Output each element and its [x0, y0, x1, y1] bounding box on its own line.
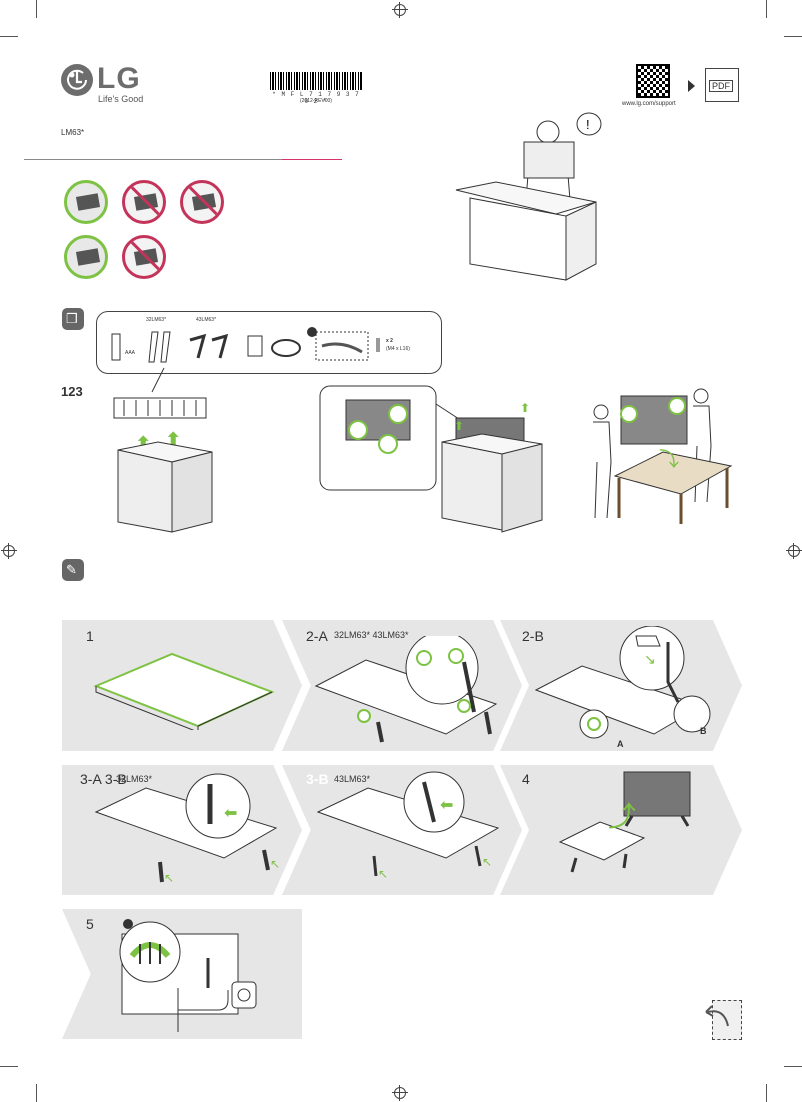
- support-url[interactable]: www.lg.com/support: [622, 101, 676, 107]
- screw-count: x 2: [386, 338, 393, 344]
- step-5-label: 5: [86, 916, 94, 932]
- screw-spec: (M4 x L16): [386, 346, 410, 352]
- svg-text:⬆: ⬆: [454, 419, 464, 433]
- box-open-icon: ❒: [62, 308, 84, 330]
- cable-management-illustration: [119, 919, 257, 1032]
- brand-name: LG: [97, 62, 141, 95]
- divider-rule: [24, 159, 282, 160]
- brand-tagline: Life's Good: [98, 94, 144, 104]
- attach-stand-3a-illustration: ⬅ ↖ ↖: [94, 773, 280, 885]
- place-tv-on-table-illustration: ⤵: [593, 388, 733, 524]
- step-1-label: 1: [86, 628, 94, 644]
- arrow-right-icon: [688, 80, 695, 92]
- registration-mark: [786, 543, 802, 559]
- svg-text:⤴: ⤴: [608, 801, 636, 832]
- wrong-carry-icon: [122, 180, 166, 224]
- step-3a-label: 3-A 3-B: [80, 771, 127, 787]
- crop-mark: [766, 1084, 767, 1102]
- unpack-step-number: 123: [61, 384, 83, 399]
- accessories-panel: [96, 311, 442, 374]
- registration-mark: [392, 1085, 408, 1101]
- model-43-label: 43LM63*: [196, 317, 217, 323]
- accessories-items-illustration: [111, 327, 380, 363]
- callout-b-label: A: [617, 739, 624, 749]
- callout-a-label: B: [700, 726, 707, 736]
- registration-mark: [1, 543, 17, 559]
- crop-mark: [784, 36, 802, 37]
- wrong-lay-icon: [180, 180, 224, 224]
- crop-mark: [36, 1084, 37, 1102]
- step-3b-label: 3-B: [306, 771, 329, 787]
- attach-stand-3b-illustration: ⬅ ↖ ↖: [316, 771, 500, 881]
- barcode-number: * M F L 7 1 7 9 3 7 0 2 *: [272, 91, 360, 105]
- registration-mark: [392, 2, 408, 18]
- svg-text:↖: ↖: [164, 871, 174, 885]
- crop-mark: [766, 0, 767, 18]
- crop-mark: [0, 36, 18, 37]
- battery-label: AAA: [125, 350, 136, 356]
- page-turn-icon[interactable]: [712, 1000, 742, 1040]
- step-3b-model: 43LM63*: [334, 774, 371, 784]
- step-2b-label: 2-B: [522, 628, 544, 644]
- lg-logo-icon: [61, 64, 93, 96]
- attach-stand-2a-illustration: [314, 636, 498, 743]
- svg-text:!: !: [586, 117, 590, 132]
- step-2a-models: 32LM63* 43LM63*: [334, 630, 409, 640]
- wrong-press-icon: [122, 235, 166, 279]
- lift-tv-from-box-illustration: ⬆ ⬆: [319, 385, 543, 533]
- model-number: LM63*: [61, 128, 85, 137]
- stand-tv-upright-illustration: ⤴: [558, 771, 691, 873]
- svg-text:⤵: ⤵: [659, 448, 679, 471]
- barcode-revision: (2012-REV00): [300, 98, 332, 104]
- crop-mark: [36, 0, 37, 18]
- unpack-box-illustration: ⬆ ⬆: [113, 367, 213, 533]
- step-2a-label: 2-A: [306, 628, 328, 644]
- step-3a-model: 32LM63*: [116, 774, 153, 784]
- svg-text:⬅: ⬅: [224, 805, 237, 822]
- attach-stand-2b-illustration: ↘: [534, 626, 711, 739]
- correct-carry-icon: [64, 180, 108, 224]
- svg-text:↘: ↘: [644, 651, 656, 667]
- cleaning-cloth-icon: ✎: [62, 559, 84, 581]
- qr-code[interactable]: [636, 64, 670, 98]
- model-32-label: 32LM63*: [146, 317, 167, 323]
- svg-text:⬆: ⬆: [520, 401, 530, 415]
- pdf-icon[interactable]: PDF: [705, 68, 739, 102]
- pdf-label: PDF: [709, 80, 733, 92]
- crop-mark: [784, 1066, 802, 1067]
- turn-arrow-icon: [705, 1005, 729, 1027]
- person-lifting-box-illustration: !: [455, 112, 602, 281]
- divider-rule-accent: [282, 159, 342, 160]
- svg-text:⬅: ⬅: [440, 797, 453, 814]
- crop-mark: [0, 1066, 18, 1067]
- svg-text:↖: ↖: [482, 855, 492, 869]
- correct-stand-icon: [64, 235, 108, 279]
- tv-face-down-illustration: [93, 652, 275, 730]
- barcode: [270, 72, 362, 90]
- svg-text:↖: ↖: [270, 857, 280, 871]
- step-4-label: 4: [522, 771, 530, 787]
- svg-text:↖: ↖: [378, 867, 388, 881]
